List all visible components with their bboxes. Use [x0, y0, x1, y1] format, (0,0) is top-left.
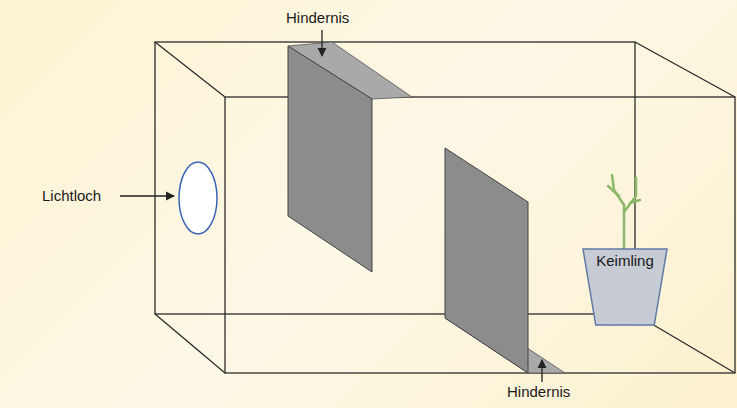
leader-lines [120, 30, 542, 382]
node-label: Keimling [582, 248, 668, 269]
lower-obstacle [445, 148, 565, 373]
part-label: Hindernis [286, 9, 349, 26]
light-hole [179, 162, 217, 234]
part-label: Hindernis [507, 383, 570, 400]
plant-pot: Keimling [582, 248, 668, 326]
pot-shape [583, 249, 667, 325]
box-outline [155, 42, 735, 373]
part-label: Lichtloch [42, 187, 101, 204]
upper-obstacle [288, 42, 412, 272]
seedling [608, 175, 640, 248]
